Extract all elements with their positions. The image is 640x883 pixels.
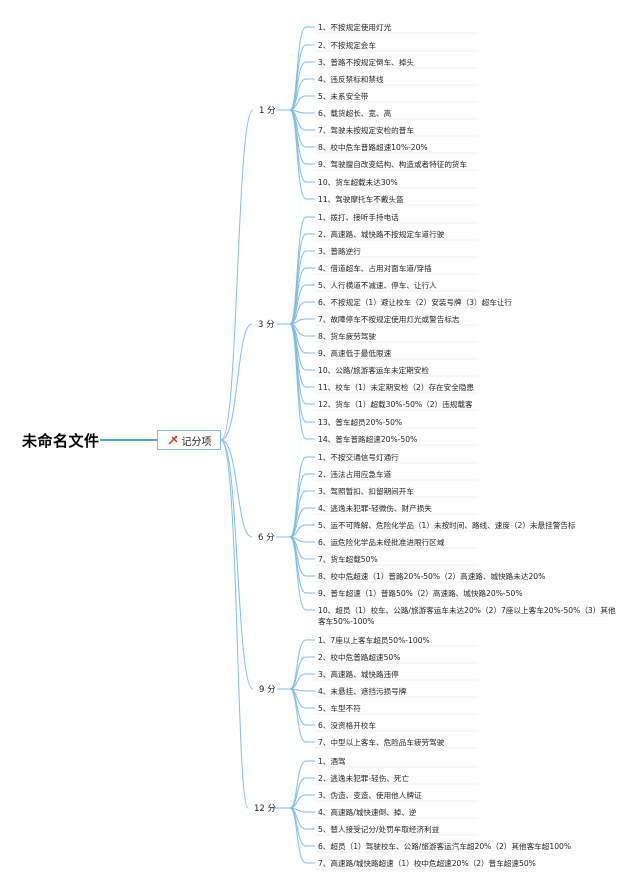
leaf-item[interactable]: 2、逃逸未犯罪-轻伤、死亡: [318, 774, 410, 783]
scoring-items-node[interactable]: 记分项: [157, 430, 221, 450]
leaf-item[interactable]: 5、车型不符: [318, 704, 361, 713]
leaf-connector: [289, 673, 315, 690]
leaf-item[interactable]: 4、违反禁标和禁线: [318, 75, 384, 84]
leaf-item[interactable]: 6、超员（1）驾驶校车、公路/旅游客运汽车超20%（2）其他客车超100%: [318, 842, 572, 851]
leaf-connector: [289, 507, 315, 538]
leaf-connector: [289, 44, 315, 111]
leaf-connector: [289, 95, 315, 111]
leaf-item[interactable]: 4、逃逸未犯罪-轻微伤、财产损失: [318, 504, 432, 513]
scoring-icon: [167, 435, 177, 445]
leaf-item[interactable]: 10、货车超载未达30%: [318, 178, 398, 187]
leaf-item[interactable]: 3、高速路、城快路违停: [318, 670, 399, 679]
leaf-item[interactable]: 6、不按规定（1）避让校车（2）安装号牌（3）超车让行: [318, 298, 512, 307]
leaf-item[interactable]: 6、载货超长、宽、高: [318, 109, 392, 118]
leaf-connector: [289, 61, 315, 111]
leaf-item[interactable]: 6、运危险化学品未经批准进限行区域: [318, 538, 445, 547]
leaf-connector: [289, 777, 315, 809]
group-connector: [220, 439, 253, 538]
leaf-connector: [289, 536, 315, 611]
leaf-connector: [289, 267, 315, 325]
leaf-connector: [289, 233, 315, 325]
leaf-item[interactable]: 1、7座以上客车超员50%-100%: [318, 636, 430, 645]
leaf-item[interactable]: 3、伪造、变造、使用他人牌证: [318, 791, 422, 800]
leaf-connector: [289, 639, 315, 690]
leaf-item[interactable]: 4、借道超车、占用对面车道/穿插: [318, 264, 432, 273]
leaf-item[interactable]: 10、公路/旅游客运车未定期安检: [318, 366, 429, 375]
leaf-item[interactable]: 6、没资格开校车: [318, 721, 376, 730]
leaf-connector: [289, 78, 315, 111]
leaf-item[interactable]: 5、运不可降解、危险化学品（1）未按时间、路线、速度（2）未悬挂警告标: [318, 521, 576, 530]
leaf-connector: [289, 524, 315, 538]
leaf-item[interactable]: 1、拨打、接听手持电话: [318, 213, 399, 222]
leaf-item[interactable]: 8、校中危超速（1）普路20%-50%（2）高速路、城快路未达20%: [318, 572, 546, 581]
leaf-item[interactable]: 4、高速路/城快速倒、掉、逆: [318, 808, 417, 817]
group-label[interactable]: 6 分: [258, 533, 275, 543]
group-label[interactable]: 12 分: [254, 804, 277, 814]
leaf-item[interactable]: 7、货车超载50%: [318, 555, 378, 564]
leaf-connector: [289, 473, 315, 538]
leaf-item[interactable]: 11、校车（1）未定期安检（2）存在安全隐患: [318, 383, 475, 392]
leaf-item[interactable]: 11、驾驶摩托车不戴头盔: [318, 195, 404, 204]
leaf-connector: [289, 109, 315, 200]
group-connector: [220, 439, 254, 690]
leaf-connector: [289, 688, 315, 743]
leaf-connector: [289, 807, 315, 864]
leaf-item[interactable]: 1、不按交通信号灯通行: [318, 453, 399, 462]
group-connector: [220, 109, 254, 441]
leaf-item[interactable]: 4、未悬挂、遮挡污损号牌: [318, 687, 407, 696]
leaf-connector: [289, 490, 315, 538]
leaf-item[interactable]: 13、普车超员20%-50%: [318, 418, 403, 427]
leaf-item[interactable]: 9、高速低于最低限速: [318, 349, 392, 358]
group-label[interactable]: 1 分: [259, 106, 276, 116]
leaf-connector: [289, 323, 315, 440]
leaf-item[interactable]: 2、违法占用应急车道: [318, 470, 392, 479]
leaf-item[interactable]: 9、普车超速（1）普路50%（2）高速路、城快路20%-50%: [318, 589, 523, 598]
leaf-connector: [289, 656, 315, 690]
leaf-item[interactable]: 2、不按规定会车: [318, 41, 376, 50]
group-label[interactable]: 9 分: [259, 685, 276, 695]
leaf-item[interactable]: 7、驾驶未按规定安检的普车: [318, 126, 414, 135]
leaf-item[interactable]: 14、普车普路超速20%-50%: [318, 435, 418, 444]
leaf-item[interactable]: 5、未系安全带: [318, 92, 369, 101]
leaf-item[interactable]: 5、人行横道不减速、停车、让行人: [318, 281, 437, 290]
leaf-item[interactable]: 7、故障停车不按规定使用灯光或警告标志: [318, 315, 460, 324]
leaf-item[interactable]: 3、驾照暂扣、扣留期间开车: [318, 487, 414, 496]
leaf-item[interactable]: 8、货车疲劳驾驶: [318, 332, 376, 341]
group-label[interactable]: 3 分: [258, 320, 275, 330]
hub-label: 记分项: [181, 436, 212, 448]
leaf-connector: [289, 284, 315, 325]
leaf-item[interactable]: 7、中型以上客车、危险品车疲劳驾驶: [318, 738, 445, 747]
leaf-item[interactable]: 10、超员（1）校车、公路/旅游客运车未达20%（2）7座以上客车20%-50%…: [318, 606, 616, 626]
leaf-item[interactable]: 9、驾驶擅自改变结构、构造或者特征的货车: [318, 160, 468, 169]
leaf-item[interactable]: 1、不按规定使用灯光: [318, 23, 392, 32]
leaf-item[interactable]: 1、酒驾: [318, 757, 346, 766]
leaf-item[interactable]: 2、校中危普路超速50%: [318, 653, 401, 662]
leaf-connector: [289, 26, 315, 111]
leaf-connector: [289, 318, 315, 325]
leaf-item[interactable]: 2、高速路、城快路不按规定车道行驶: [318, 230, 445, 239]
group-connector: [220, 323, 253, 441]
leaf-item[interactable]: 12、货车（1）超载30%-50%（2）违规载客: [318, 400, 473, 409]
root-title: 未命名文件: [22, 432, 100, 450]
leaf-connector: [289, 794, 315, 809]
leaf-item[interactable]: 7、高速路/城快路超速（1）校中危超速20%（2）普车超速50%: [318, 859, 536, 868]
leaf-item[interactable]: 3、普路逆行: [318, 247, 361, 256]
leaf-item[interactable]: 3、普路不按规定倒车、掉头: [318, 58, 414, 67]
leaf-item[interactable]: 5、替人接受记分/处罚牟取经济利益: [318, 825, 440, 834]
leaf-connector: [289, 301, 315, 325]
leaf-item[interactable]: 8、校中危车普路超速10%-20%: [318, 143, 428, 152]
leaf-connector: [289, 760, 315, 809]
group-connector: [220, 439, 249, 809]
